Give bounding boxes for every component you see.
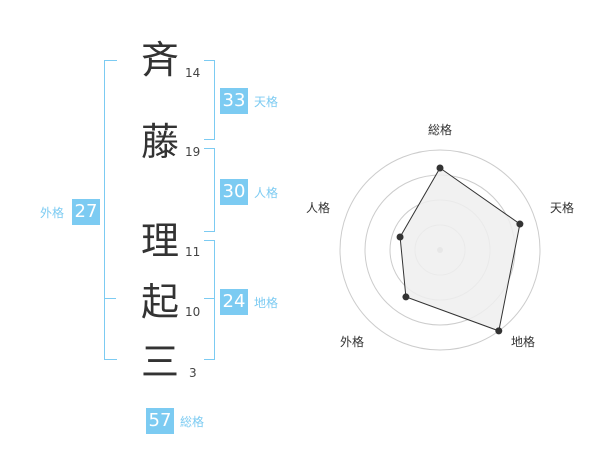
name-char-1: 斉 — [140, 38, 179, 82]
tenkaku-label: 天格 — [254, 95, 279, 109]
stroke-count-4: 10 — [185, 305, 201, 319]
gaikaku-bracket — [104, 60, 117, 360]
jinkaku-bracket — [204, 148, 215, 232]
jinkaku-label: 人格 — [254, 186, 279, 200]
chikaku-label: 地格 — [254, 296, 279, 310]
chikaku-bracket-tick — [204, 298, 214, 299]
gaikaku-label: 外格 — [40, 206, 65, 220]
radar-ring — [339, 149, 541, 351]
soukaku-value: 57 — [146, 408, 174, 434]
chikaku-bracket — [204, 240, 215, 360]
stroke-count-5: 3 — [189, 366, 197, 380]
tenkaku-bracket — [204, 60, 215, 140]
tenkaku-value: 33 — [220, 88, 248, 114]
stroke-count-3: 11 — [185, 245, 201, 259]
name-char-4: 起 — [140, 280, 179, 324]
radar-label-jinkaku: 人格 — [305, 201, 330, 215]
radar-label-gaikaku: 外格 — [339, 335, 364, 349]
stroke-count-2: 19 — [185, 145, 201, 159]
stroke-count-1: 14 — [185, 66, 201, 80]
chikaku-value: 24 — [220, 289, 248, 315]
radar-point-2 — [516, 220, 524, 228]
radar-label-tenkaku: 天格 — [549, 201, 574, 215]
soukaku-label: 総格 — [180, 415, 205, 429]
gaikaku-bracket-tick — [104, 298, 116, 299]
radar-label-chikaku: 地格 — [510, 335, 535, 349]
gaikaku-value: 27 — [72, 199, 100, 225]
name-char-2: 藤 — [140, 120, 179, 164]
radar-point-3 — [495, 327, 503, 335]
name-char-3: 理 — [140, 219, 179, 263]
jinkaku-value: 30 — [220, 179, 248, 205]
radar-point-5 — [396, 233, 404, 241]
name-char-5: 三 — [140, 340, 179, 384]
radar-area — [399, 167, 521, 332]
radar-point-4 — [402, 293, 410, 301]
radar-label-soukaku: 総格 — [427, 123, 452, 137]
radar-point-1 — [436, 164, 444, 172]
radar-chart — [339, 149, 541, 351]
